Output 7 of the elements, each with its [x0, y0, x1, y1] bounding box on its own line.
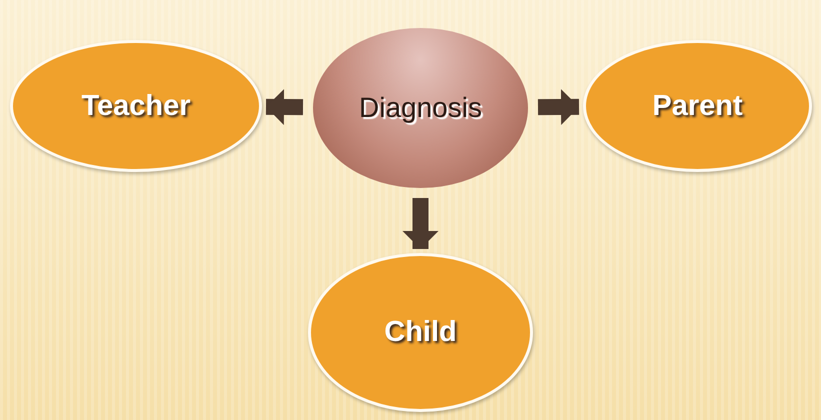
node-label: Teacher: [81, 90, 191, 122]
node-label: Parent: [652, 90, 743, 122]
node-label: Diagnosis: [359, 92, 482, 124]
node-label: Child: [384, 316, 457, 349]
block-arrow: [402, 198, 438, 249]
block-arrow: [266, 89, 304, 126]
block-arrow: [538, 88, 580, 125]
